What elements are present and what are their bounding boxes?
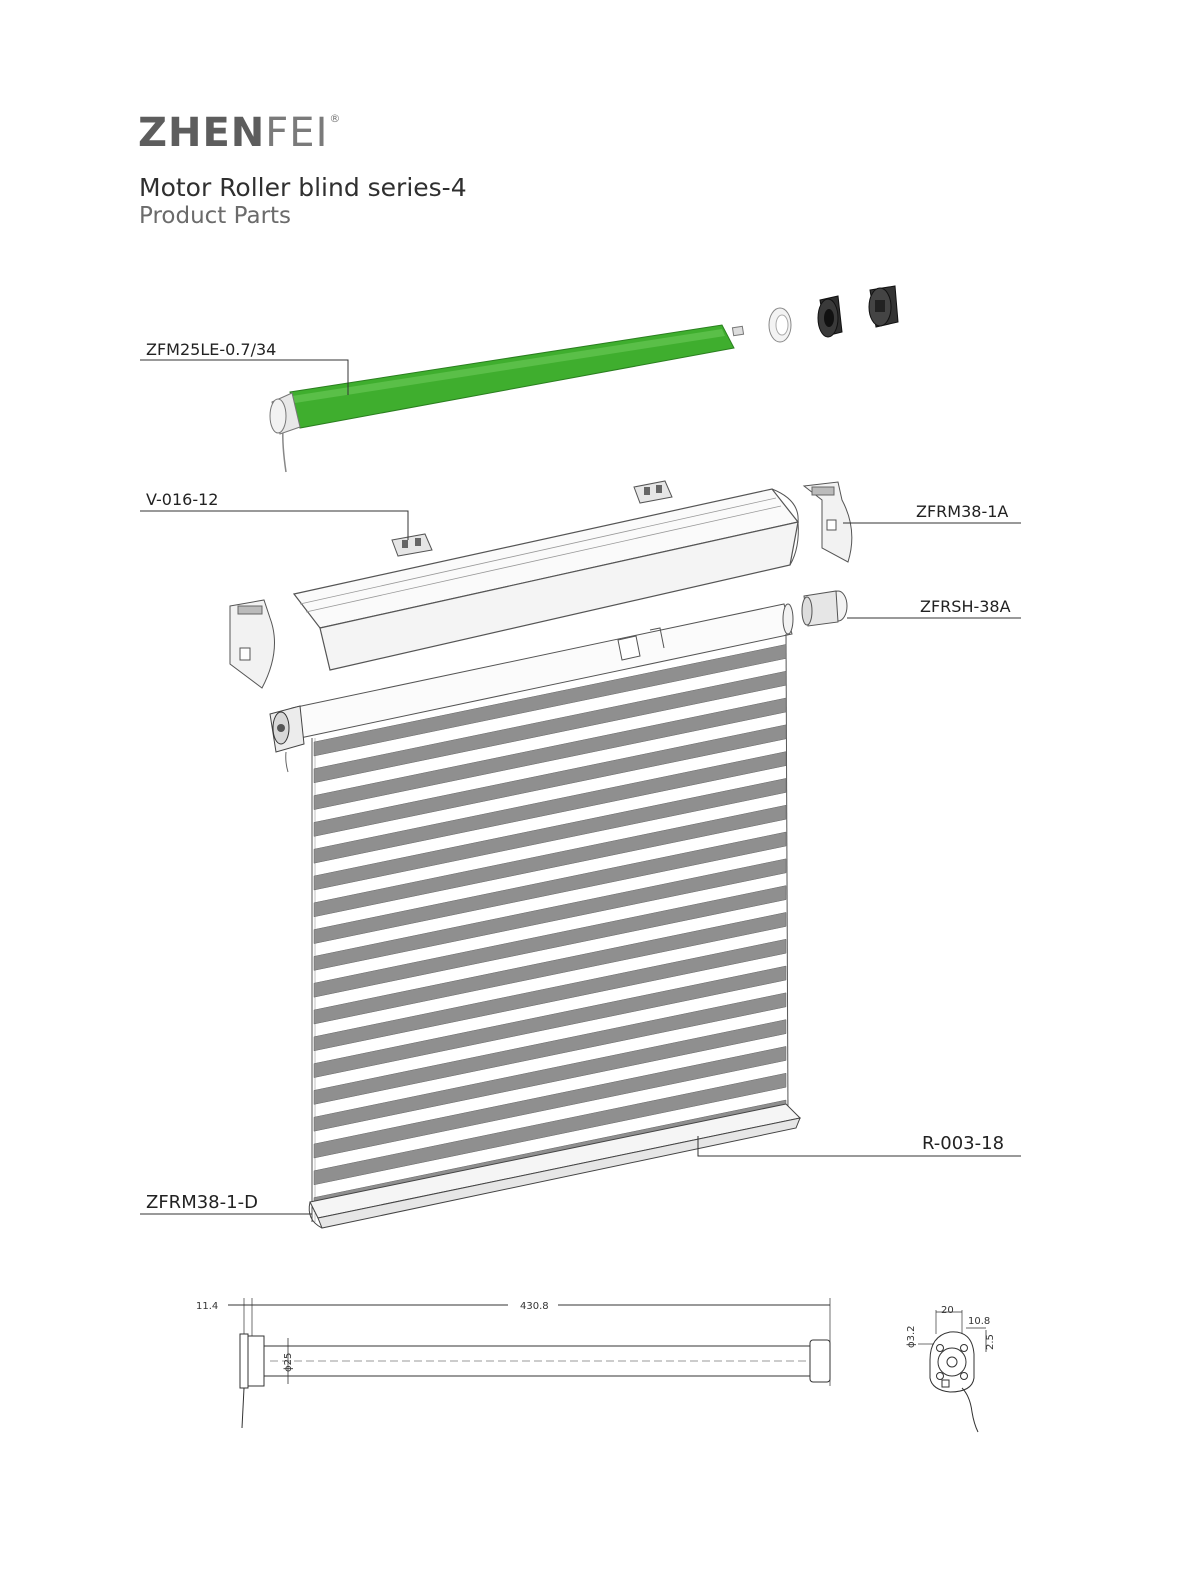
label-clip: V-016-12 xyxy=(146,490,218,509)
roller-motor-head xyxy=(269,705,305,773)
drive-wheel xyxy=(817,295,843,338)
end-bracket-left xyxy=(229,599,275,689)
bottom-rail xyxy=(308,1103,802,1229)
shade-slat xyxy=(313,885,787,998)
shade-slat xyxy=(313,670,787,784)
page-subtitle: Product Parts xyxy=(139,203,292,229)
leader-lines xyxy=(140,359,1021,1215)
head-inner-circle xyxy=(937,1347,967,1377)
dim-offset: 11.4 xyxy=(196,1301,218,1312)
head-hole-4 xyxy=(960,1372,968,1380)
head-center-hole xyxy=(946,1356,958,1368)
motor-cable-side xyxy=(241,1387,245,1429)
dim-hole-diameter: ϕ3.2 xyxy=(906,1326,917,1349)
shade-slat xyxy=(313,1072,787,1186)
dim-diameter: ϕ25 xyxy=(283,1353,294,1372)
brand-logo: ZHENFEI® xyxy=(138,110,341,156)
shade-slat xyxy=(313,724,787,837)
label-bottom-rail: R-003-18 xyxy=(922,1133,1004,1154)
motor-head-front-drawing xyxy=(918,1310,987,1433)
brand-part-zhen: ZHEN xyxy=(138,110,266,156)
head-hole-3 xyxy=(936,1372,944,1380)
motor-head-face xyxy=(269,398,287,434)
mounting-clip-left xyxy=(391,533,433,557)
head-outline xyxy=(929,1331,975,1393)
shade-slat xyxy=(313,697,787,810)
shade-slat xyxy=(313,778,787,891)
shade-slat xyxy=(313,965,787,1078)
idle-end-adapter xyxy=(801,590,848,627)
shade-slat xyxy=(313,992,787,1105)
label-bracket: ZFRM38-1A xyxy=(916,502,1008,521)
motor-adapter xyxy=(868,285,899,328)
label-adapter: ZFRSH-38A xyxy=(920,597,1011,616)
shade-fabric xyxy=(311,633,789,1222)
motor-end-side xyxy=(809,1339,831,1383)
dim-length: 430.8 xyxy=(520,1301,549,1312)
shade-slat xyxy=(313,831,787,944)
shade-slat xyxy=(313,1046,787,1159)
shade-slat xyxy=(313,938,787,1052)
motor-head-side xyxy=(247,1335,265,1387)
head-hole-2 xyxy=(960,1344,968,1352)
dim-head-width: 20 xyxy=(941,1305,954,1316)
dim-hole-offset: 2.5 xyxy=(985,1334,996,1350)
shade-slat xyxy=(313,644,787,757)
leader-clip xyxy=(140,510,409,540)
head-hole-1 xyxy=(936,1344,944,1352)
head-cable-port xyxy=(941,1379,950,1388)
leader-motor xyxy=(140,359,349,395)
motor-cable xyxy=(282,427,287,473)
brand-part-fei: FEI xyxy=(265,110,329,156)
shade-slat xyxy=(313,1019,787,1132)
motor-flange-side xyxy=(239,1333,249,1389)
shade-slat xyxy=(313,912,787,1025)
mounting-clip-right xyxy=(633,480,673,504)
motor-dimension-drawing xyxy=(228,1298,831,1429)
shade-slat xyxy=(313,804,787,918)
label-end-cap: ZFRM38-1-D xyxy=(146,1192,258,1213)
motor-assembly xyxy=(269,285,899,473)
head-cable xyxy=(961,1387,979,1433)
crown-ring xyxy=(768,307,792,343)
page-title: Motor Roller blind series-4 xyxy=(139,173,467,202)
motor-tube-highlight xyxy=(292,329,725,403)
motor-shaft xyxy=(731,325,745,337)
leader-bottom-rail xyxy=(697,1136,1021,1157)
label-motor: ZFM25LE-0.7/34 xyxy=(146,340,276,359)
headrail-cassette xyxy=(292,488,800,671)
dim-head-offset: 10.8 xyxy=(968,1316,990,1327)
end-bracket-right xyxy=(802,481,853,563)
shade-slat xyxy=(313,751,787,864)
registered-mark: ® xyxy=(329,112,342,125)
shade-slat xyxy=(313,858,787,971)
shade-slats xyxy=(313,644,787,1212)
